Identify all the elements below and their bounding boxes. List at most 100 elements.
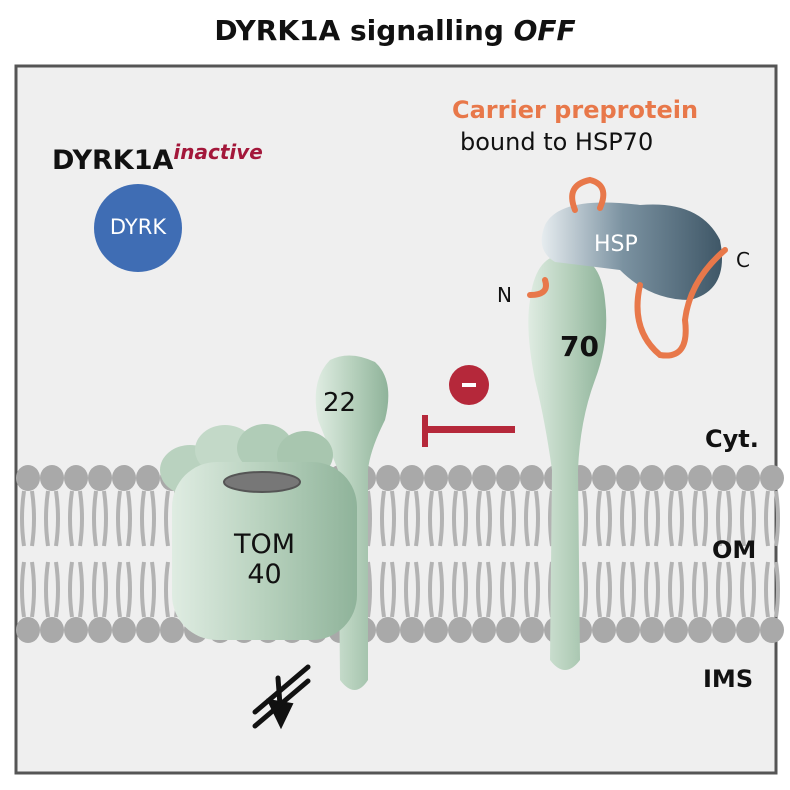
cytosol-label: Cyt.	[705, 425, 759, 453]
lipid-tail	[404, 561, 410, 618]
lipid-tail	[44, 561, 50, 618]
lipid-tail	[726, 490, 732, 547]
lipid-tail	[654, 561, 660, 618]
lipid-tail	[740, 561, 746, 618]
dyrk1a-label: DYRK1Ainactive	[52, 140, 263, 176]
hsp70-head	[541, 202, 722, 300]
lipid-tail	[692, 561, 698, 618]
lipid-head	[64, 465, 88, 491]
lipid-tail	[68, 490, 74, 547]
lipid-head	[496, 617, 520, 643]
lipid-tail	[30, 561, 36, 618]
lipid-tail	[404, 490, 410, 547]
lipid-head	[16, 617, 40, 643]
lipid-tail	[620, 561, 626, 618]
lipid-head	[640, 617, 664, 643]
lipid-tail	[764, 561, 770, 618]
dyrk-circle	[94, 184, 182, 272]
lipid-head	[472, 617, 496, 643]
lipid-tail	[428, 490, 434, 547]
lipid-tail	[390, 490, 396, 547]
lipid-tail	[644, 490, 650, 547]
lipid-tail	[380, 490, 386, 547]
lipid-tail	[630, 561, 636, 618]
lipid-tail	[774, 490, 780, 547]
lipid-head	[400, 617, 424, 643]
lipid-tail	[630, 490, 636, 547]
lipid-tail	[510, 561, 516, 618]
lipid-tail	[750, 490, 756, 547]
lipid-tail	[654, 490, 660, 547]
lipid-tail	[116, 561, 122, 618]
lipid-head	[112, 465, 136, 491]
diagram-title: DYRK1A signalling OFF	[214, 14, 576, 47]
lipid-tail	[20, 561, 26, 618]
lipid-head	[40, 617, 64, 643]
lipid-head	[664, 617, 688, 643]
lipid-tail	[102, 561, 108, 618]
lipid-head	[376, 465, 400, 491]
lipid-tail	[452, 561, 458, 618]
lipid-head	[88, 465, 112, 491]
c-terminus-label: C	[736, 248, 750, 272]
lipid-tail	[524, 561, 530, 618]
lipid-head	[112, 617, 136, 643]
lipid-head	[376, 617, 400, 643]
lipid-tail	[140, 561, 146, 618]
carrier-preprotein-chain	[527, 176, 728, 359]
lipid-tail	[534, 561, 540, 618]
hsp-label: HSP	[594, 232, 638, 257]
lipid-tail	[150, 561, 156, 618]
lipid-tail	[692, 490, 698, 547]
lipid-head	[40, 465, 64, 491]
lipid-head	[520, 617, 544, 643]
lipid-tail	[740, 490, 746, 547]
lipid-tail	[500, 561, 506, 618]
lipid-tail	[438, 490, 444, 547]
lipid-head	[88, 617, 112, 643]
lipid-head	[520, 465, 544, 491]
lipid-tail	[452, 490, 458, 547]
n-terminus-label: N	[497, 283, 512, 307]
lipid-head	[640, 465, 664, 491]
lipid-tail	[54, 561, 60, 618]
lipid-head	[760, 617, 784, 643]
lipid-head	[400, 465, 424, 491]
lipid-tail	[774, 561, 780, 618]
lipid-head	[736, 465, 760, 491]
lipid-head	[712, 465, 736, 491]
lipid-tail	[524, 490, 530, 547]
lipid-tail	[716, 490, 722, 547]
lipid-tail	[668, 561, 674, 618]
lipid-head	[448, 465, 472, 491]
lipid-tail	[140, 490, 146, 547]
lipid-tail	[764, 490, 770, 547]
lipid-tail	[126, 490, 132, 547]
inhibition-symbol	[422, 365, 515, 447]
lipid-head	[472, 465, 496, 491]
lipid-tail	[476, 490, 482, 547]
lipid-tail	[54, 490, 60, 547]
lipid-tail	[702, 490, 708, 547]
tom22-label: 22	[323, 388, 357, 418]
lipid-tail	[68, 561, 74, 618]
lipid-head	[592, 617, 616, 643]
lipid-tail	[716, 561, 722, 618]
lipid-head	[688, 617, 712, 643]
lipid-head	[496, 465, 520, 491]
lipid-head	[136, 465, 160, 491]
lipid-tail	[126, 561, 132, 618]
lipid-tail	[414, 561, 420, 618]
lipid-tail	[78, 561, 84, 618]
lipid-tail	[414, 490, 420, 547]
lipid-head	[736, 617, 760, 643]
dyrk-circle-label: DYRK	[109, 215, 167, 239]
lipid-tail	[30, 490, 36, 547]
lipid-head	[664, 465, 688, 491]
carrier-sublabel: bound to HSP70	[460, 128, 654, 156]
lipid-head	[424, 617, 448, 643]
lipid-tail	[606, 490, 612, 547]
inactive-superscript: inactive	[173, 140, 263, 164]
lipid-head	[136, 617, 160, 643]
